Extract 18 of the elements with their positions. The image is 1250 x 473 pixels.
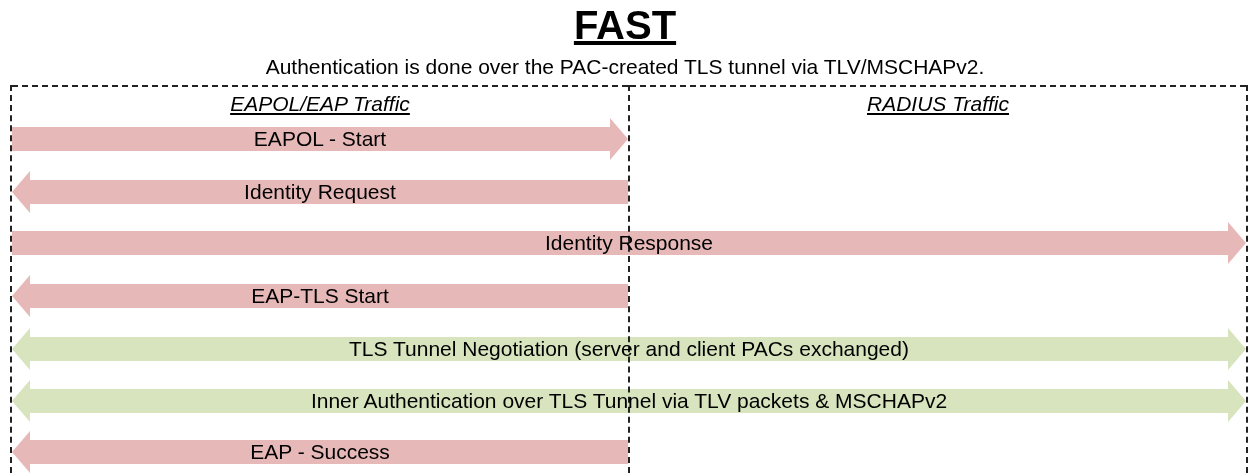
edge-label: TLS Tunnel Negotiation (server and client PACs exchanged) [349,336,909,362]
title: FAST [572,2,678,48]
edge-label: EAPOL - Start [253,126,387,152]
block-arrow [12,275,628,317]
edge-label: EAP - Success [250,439,390,465]
lifeline [1246,85,1248,473]
subtitle: Authentication is done over the PAC-created TLS tunnel via TLV/MSCHAPv2. [264,54,986,80]
edge-label: Identity Response [544,230,714,256]
lifeline [628,85,630,473]
lifeline [10,85,12,473]
region-heading: RADIUS Traffic [866,91,1010,117]
block-arrow [12,118,628,160]
block-arrow [12,380,1246,422]
edge-label: EAP-TLS Start [251,283,389,309]
region-heading: EAPOL/EAP Traffic [229,91,411,117]
edge-label: Identity Request [244,179,396,205]
edge-label: Inner Authentication over TLS Tunnel via TLV packets & MSCHAPv2 [310,388,948,414]
block-arrow [12,431,628,473]
